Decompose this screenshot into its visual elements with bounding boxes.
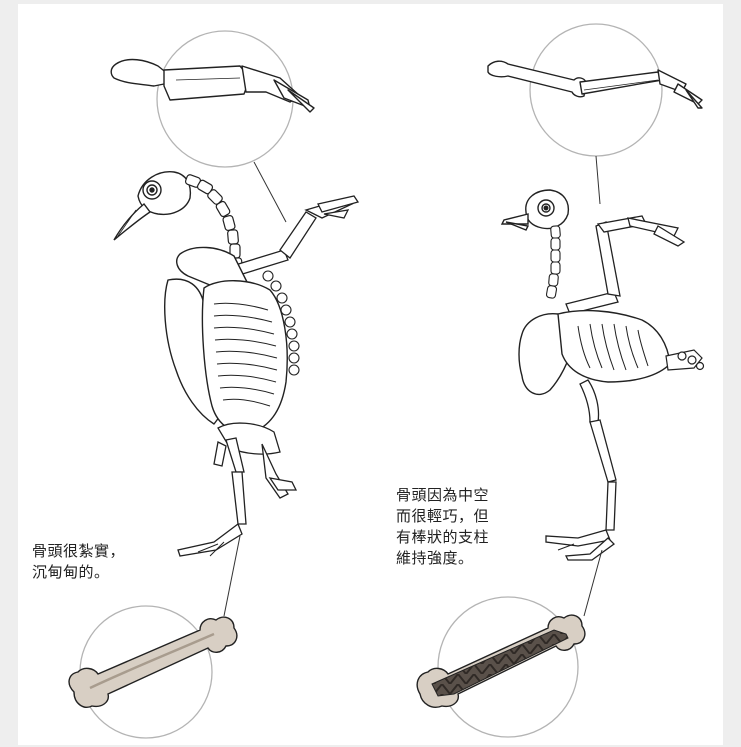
illustration-canvas: 骨頭很紮實， 沉甸甸的。 骨頭因為中空 而很輕巧，但 有棒狀的支柱 維持強度。 [18, 4, 723, 745]
wing-bone-pointer-left [254, 162, 286, 222]
solid-bird-skull [114, 172, 190, 240]
skeleton-comparison-illustration [18, 4, 723, 745]
hollow-bone-caption: 骨頭因為中空 而很輕巧，但 有棒狀的支柱 維持強度。 [396, 485, 489, 569]
hollow-bone-bird [417, 24, 703, 737]
solid-bird-raised-wing [232, 196, 358, 276]
leg-bone-pointer-left [224, 536, 240, 616]
hollow-bird-neck [546, 226, 560, 299]
solid-bird-pelvis [218, 423, 296, 498]
solid-bone-bird [69, 31, 358, 738]
hollow-bird-raised-wing [566, 216, 684, 314]
hollow-bird-tail [666, 350, 704, 370]
wing-bone-pointer-right [596, 156, 600, 204]
solid-bone-caption: 骨頭很紮實， 沉甸甸的。 [32, 541, 125, 583]
hollow-bird-skull [502, 190, 568, 230]
hollow-bird-torso [519, 311, 670, 395]
hollow-leg-bone [417, 615, 585, 707]
solid-bird-leg [178, 438, 246, 556]
solid-wing-bone [111, 60, 314, 112]
hollow-bird-leg [546, 380, 616, 560]
hollow-wing-bone [488, 61, 702, 108]
